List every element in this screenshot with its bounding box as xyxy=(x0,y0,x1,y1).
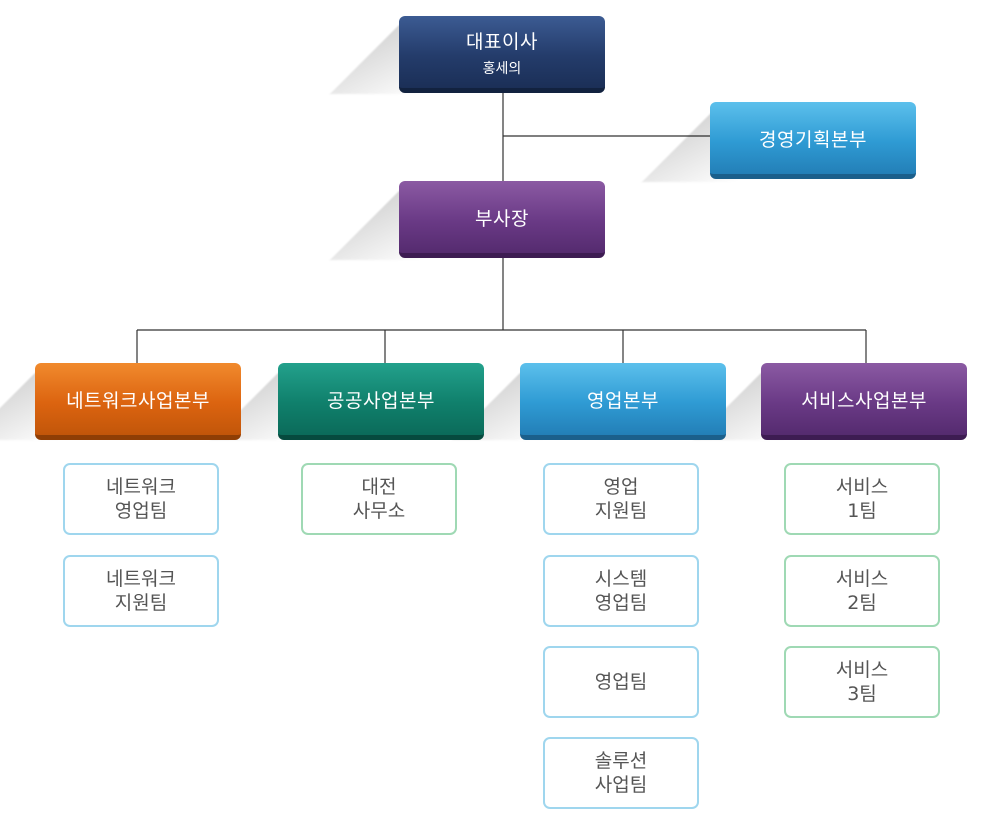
team-line: 지원팀 xyxy=(114,592,168,614)
team-solution-business: 솔루션 사업팀 xyxy=(543,737,699,809)
team-service-2: 서비스 2팀 xyxy=(784,555,940,627)
team-line: 영업팀 xyxy=(114,500,168,522)
team-line: 영업 xyxy=(603,476,639,498)
division-label: 네트워크사업본부 xyxy=(66,389,210,412)
team-daejeon-office: 대전 사무소 xyxy=(301,463,457,535)
planning-label: 경영기획본부 xyxy=(759,128,867,151)
team-system-sales: 시스템 영업팀 xyxy=(543,555,699,627)
vp-box: 부사장 xyxy=(399,181,605,258)
team-line: 지원팀 xyxy=(594,500,648,522)
ceo-title: 대표이사 xyxy=(466,30,538,53)
team-line: 네트워크 xyxy=(106,476,176,498)
team-line: 사무소 xyxy=(352,500,406,522)
team-line: 대전 xyxy=(361,476,397,498)
team-network-sales: 네트워크 영업팀 xyxy=(63,463,219,535)
team-line: 서비스 xyxy=(835,659,889,681)
team-line: 2팀 xyxy=(847,592,877,614)
team-sales-support: 영업 지원팀 xyxy=(543,463,699,535)
division-public: 공공사업본부 xyxy=(278,363,484,440)
team-line: 1팀 xyxy=(847,500,877,522)
vp-label: 부사장 xyxy=(475,207,529,230)
team-line: 서비스 xyxy=(835,476,889,498)
team-network-support: 네트워크 지원팀 xyxy=(63,555,219,627)
division-sales: 영업본부 xyxy=(520,363,726,440)
division-label: 서비스사업본부 xyxy=(801,389,927,412)
ceo-name: 홍세의 xyxy=(482,60,522,77)
ceo-box: 대표이사 홍세의 xyxy=(399,16,605,93)
team-line: 솔루션 xyxy=(594,750,648,772)
team-service-3: 서비스 3팀 xyxy=(784,646,940,718)
team-line: 영업팀 xyxy=(594,592,648,614)
team-service-1: 서비스 1팀 xyxy=(784,463,940,535)
team-line: 시스템 xyxy=(594,568,648,590)
team-line: 영업팀 xyxy=(594,671,648,693)
division-label: 영업본부 xyxy=(587,389,659,412)
team-line: 사업팀 xyxy=(594,774,648,796)
team-line: 서비스 xyxy=(835,568,889,590)
team-line: 3팀 xyxy=(847,683,877,705)
division-network: 네트워크사업본부 xyxy=(35,363,241,440)
team-line: 네트워크 xyxy=(106,568,176,590)
division-service: 서비스사업본부 xyxy=(761,363,967,440)
team-sales: 영업팀 xyxy=(543,646,699,718)
division-label: 공공사업본부 xyxy=(327,389,435,412)
planning-box: 경영기획본부 xyxy=(710,102,916,179)
